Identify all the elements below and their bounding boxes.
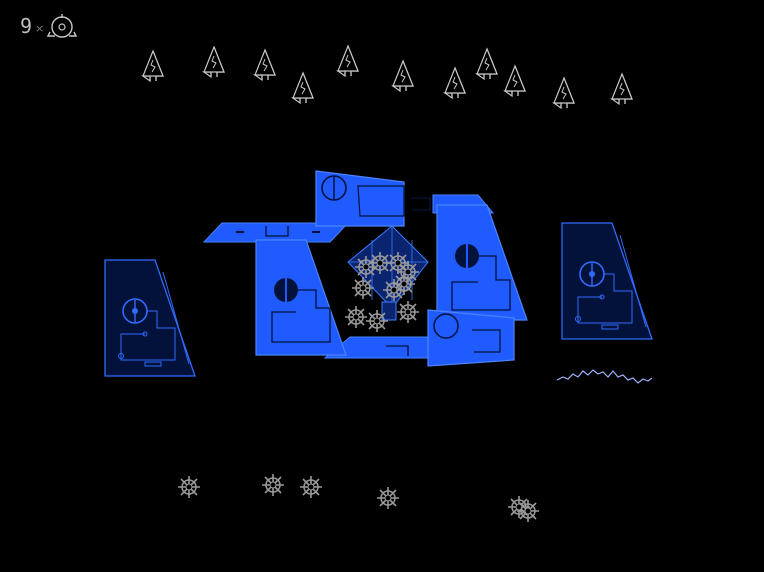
- cone-ship-icon: [476, 48, 498, 80]
- cone-ship-icon: [611, 73, 633, 105]
- cone-ship-icon: [142, 50, 164, 82]
- spiked-mine-icon: [177, 475, 201, 499]
- spiked-mine-icon: [376, 486, 400, 510]
- energy-wave: [556, 369, 653, 384]
- spiked-mine-icon: [392, 272, 416, 296]
- lives-count: 9: [20, 14, 33, 38]
- cone-ship-icon: [337, 45, 359, 77]
- cone-ship-icon: [292, 72, 314, 104]
- spiked-mine-icon: [365, 309, 389, 333]
- fortress-cluster: [202, 170, 528, 367]
- spiked-mine-icon: [299, 475, 323, 499]
- lives-multiplier: ×: [35, 21, 45, 35]
- spiked-mine-icon: [344, 305, 368, 329]
- spiked-mine-icon: [261, 473, 285, 497]
- spiked-mine-icon: [516, 499, 540, 523]
- circuit-panel-right: [561, 222, 653, 340]
- circuit-panel-left: [104, 259, 196, 377]
- spiked-mine-icon: [507, 495, 531, 519]
- spiked-mine-icon: [351, 276, 375, 300]
- enemy-formation: [142, 45, 633, 109]
- cone-ship-icon: [254, 49, 276, 81]
- lives-indicator: 9 ×: [20, 12, 78, 40]
- cone-ship-icon: [553, 77, 575, 109]
- cone-ship-icon: [392, 60, 414, 92]
- mine-field-bottom: [177, 473, 540, 523]
- player-ship-icon: [47, 14, 78, 38]
- cone-ship-icon: [504, 65, 526, 97]
- cone-ship-icon: [203, 46, 225, 78]
- cone-ship-icon: [444, 67, 466, 99]
- spiked-mine-icon: [396, 300, 420, 324]
